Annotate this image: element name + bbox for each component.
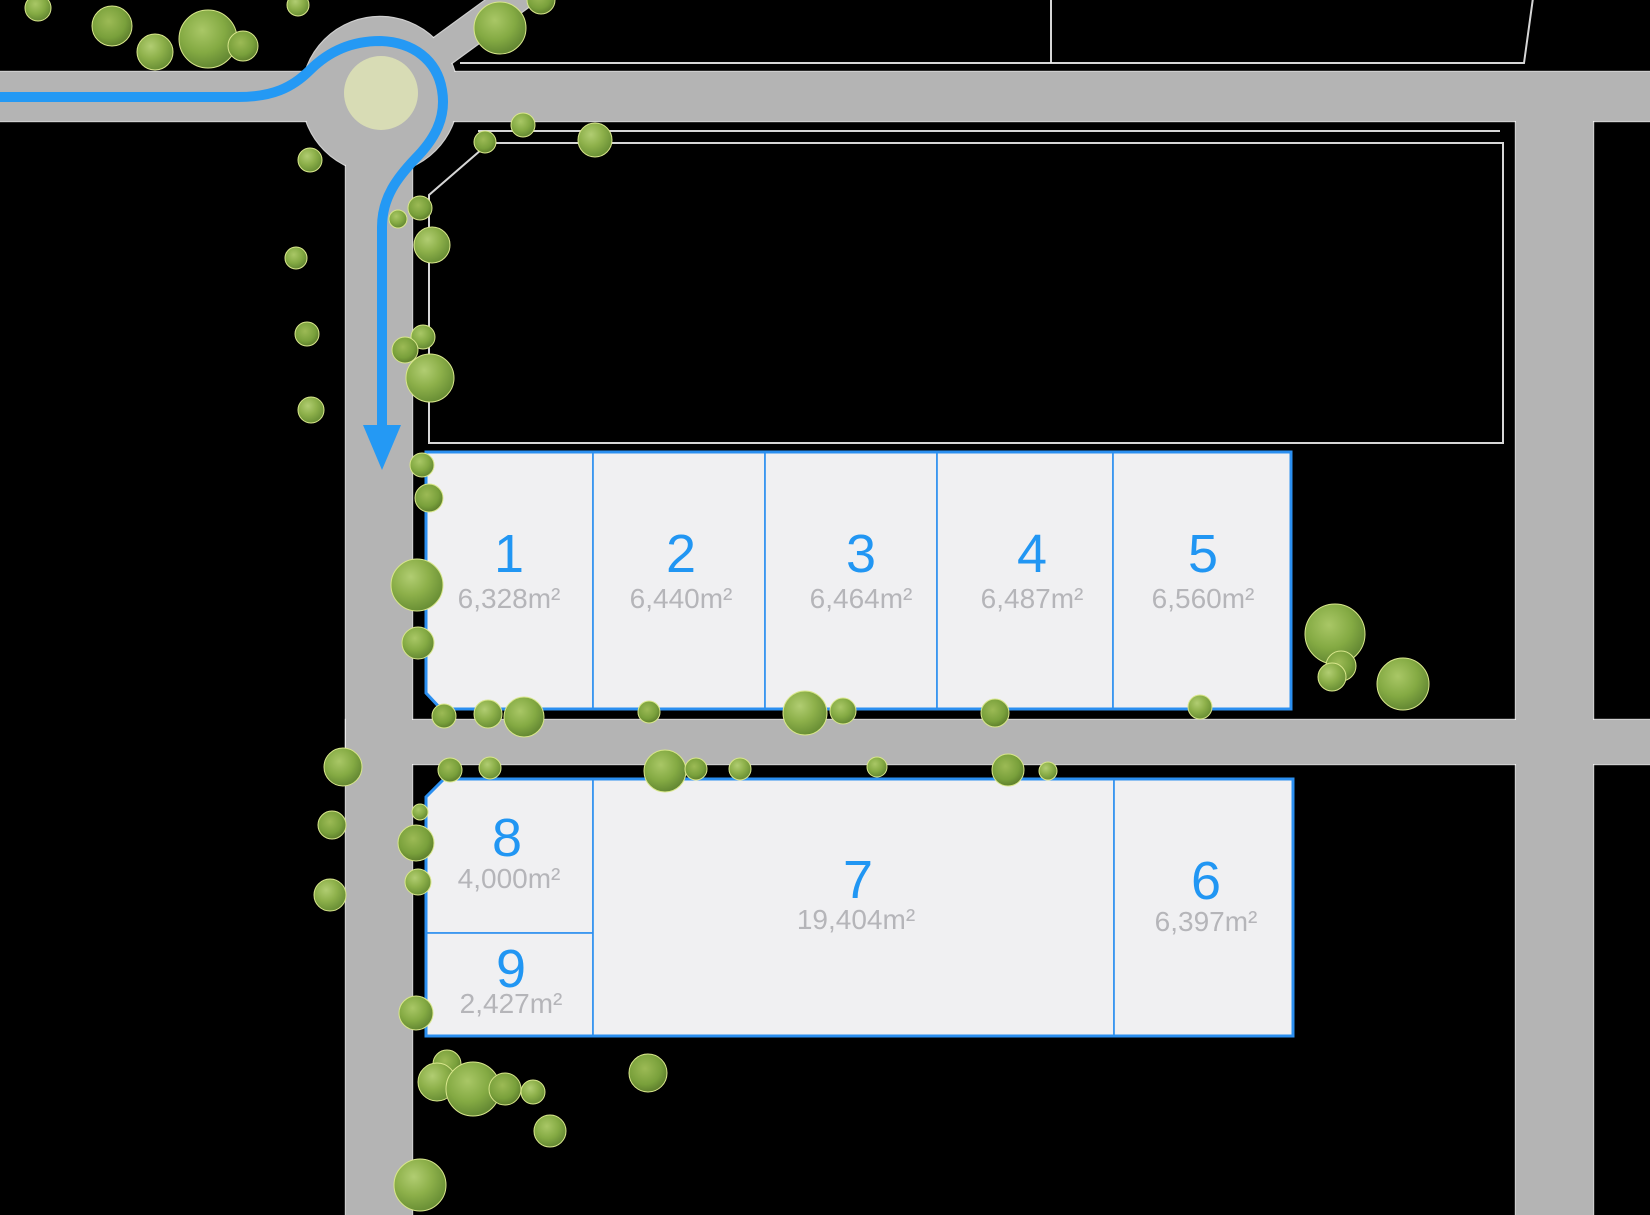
future-stage-parcel-outline (428, 142, 1504, 444)
lot-5-area: 6,560m² (1151, 583, 1255, 614)
tree-icon (414, 483, 444, 513)
south-block-outline (424, 777, 1295, 1038)
route-arrowhead-icon (363, 425, 401, 470)
tree-icon (286, 0, 310, 17)
tree-icon (404, 868, 432, 896)
route-path (0, 36, 448, 427)
tree-icon (478, 756, 502, 780)
trees-layer (24, 0, 1430, 1212)
tree-icon (294, 321, 320, 347)
lot-2-area: 6,440m² (629, 583, 733, 614)
tree-icon (1317, 662, 1347, 692)
access-route (0, 36, 448, 470)
lot-8-area: 4,000m² (457, 863, 561, 894)
tree-icon (980, 698, 1010, 728)
lot-5-number[interactable]: 5 (1187, 524, 1219, 584)
tree-icon (520, 1079, 546, 1105)
tree-icon (510, 112, 536, 138)
lot-6-area: 6,397m² (1154, 906, 1258, 937)
boundary-line-north-b (460, 0, 1534, 64)
lot-8-number[interactable]: 8 (491, 808, 523, 868)
lot-9-region[interactable] (425, 932, 594, 1037)
tree-icon (503, 696, 545, 738)
tree-icon (24, 0, 52, 22)
lot-7-region[interactable] (592, 778, 1115, 1037)
tree-icon (533, 1114, 567, 1148)
tree-icon (473, 699, 503, 729)
tree-icon (473, 130, 497, 154)
tree-icon (136, 33, 174, 71)
tree-icon (317, 810, 347, 840)
tree-icon (393, 1158, 447, 1212)
lot-7-number[interactable]: 7 (842, 850, 874, 910)
tree-icon (643, 749, 687, 793)
tree-icon (1376, 657, 1430, 711)
tree-icon (407, 195, 433, 221)
tree-icon (313, 878, 347, 912)
tree-icon (398, 995, 434, 1031)
tree-icon (227, 30, 259, 62)
tree-icon (390, 558, 444, 612)
lot-3-region[interactable] (764, 451, 938, 710)
tree-icon (297, 147, 323, 173)
middle-road (346, 720, 1650, 764)
tree-icon (411, 803, 429, 821)
lot-4-area: 6,487m² (980, 583, 1084, 614)
lot-blocks (424, 450, 1295, 1038)
tree-icon (782, 690, 828, 736)
tree-icon (178, 9, 238, 69)
tree-icon (323, 747, 363, 787)
lot-6-number[interactable]: 6 (1190, 851, 1222, 911)
lot-7-area: 19,404m² (796, 904, 916, 935)
tree-icon (413, 226, 451, 264)
lot-1-area: 6,328m² (457, 583, 561, 614)
lot-4-region[interactable] (936, 451, 1114, 710)
tree-icon (410, 324, 436, 350)
tree-icon (397, 824, 435, 862)
tree-icon (1038, 761, 1058, 781)
lot-2-region[interactable] (592, 451, 766, 710)
lot-4-number[interactable]: 4 (1016, 524, 1048, 584)
boundary-lines (428, 0, 1534, 444)
tree-icon (728, 757, 752, 781)
lot-2-number[interactable]: 2 (665, 524, 697, 584)
lot-3-area: 6,464m² (809, 583, 913, 614)
tree-icon (401, 626, 435, 660)
tree-icon (391, 336, 419, 364)
tree-icon (284, 246, 308, 270)
tree-icon (388, 209, 408, 229)
roundabout-island (344, 56, 418, 130)
tree-icon (431, 703, 457, 729)
tree-icon (577, 122, 613, 158)
tree-icon (437, 757, 463, 783)
tree-icon (684, 757, 708, 781)
tree-icon (866, 756, 888, 778)
tree-icon (297, 396, 325, 424)
east-road (1516, 74, 1593, 1215)
lot-3-number[interactable]: 3 (845, 524, 877, 584)
tree-icon (1187, 694, 1213, 720)
tree-icon (829, 697, 857, 725)
lot-6-region[interactable] (1113, 778, 1294, 1037)
tree-icon (526, 0, 556, 15)
tree-icon (637, 700, 661, 724)
tree-icon (473, 1, 527, 55)
lot-5-region[interactable] (1112, 451, 1292, 710)
lot-9-area: 2,427m² (459, 988, 563, 1019)
tree-icon (628, 1053, 668, 1093)
tree-icon (991, 753, 1025, 787)
lot-9-number[interactable]: 9 (495, 939, 527, 999)
tree-icon (405, 353, 455, 403)
lot-1-number[interactable]: 1 (493, 524, 525, 584)
tree-icon (409, 452, 435, 478)
tree-icon (488, 1072, 522, 1106)
tree-icon (91, 5, 133, 47)
